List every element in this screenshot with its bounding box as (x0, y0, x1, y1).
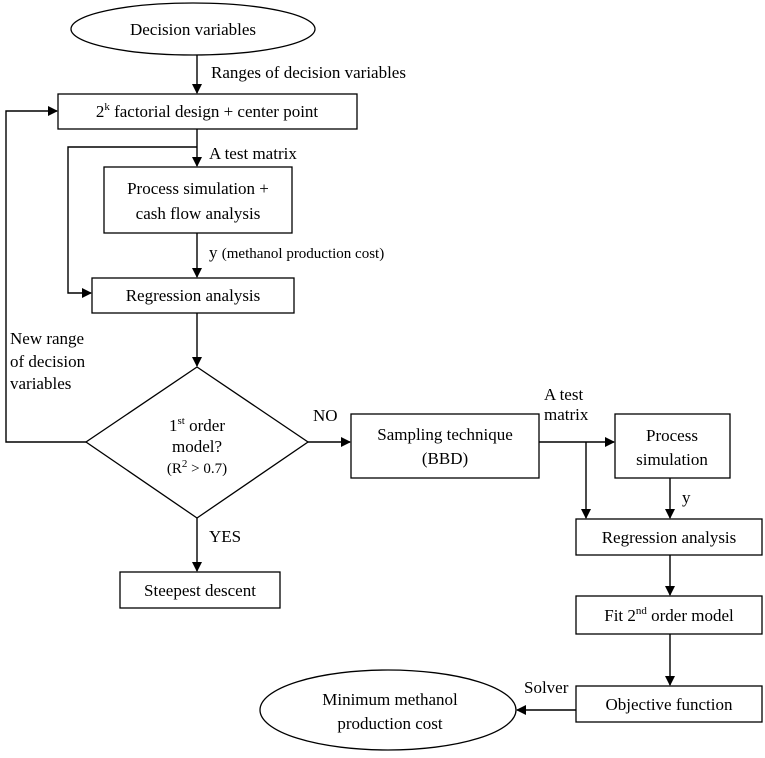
y-label-2: y (682, 488, 691, 507)
ranges-label: Ranges of decision variables (211, 63, 406, 82)
regression-analysis-node-1 (91, 277, 295, 314)
regression-analysis-node-2 (575, 518, 763, 556)
solver-label: Solver (524, 678, 569, 697)
y-methanol-label: y (methanol production cost) (209, 243, 384, 262)
no-label: NO (313, 406, 338, 425)
minimum-cost-text-line1: Minimum methanol (322, 690, 458, 709)
first-order-text-line3: (R2 > 0.7) (167, 458, 227, 477)
fit-second-order-text: Fit 2nd order model (604, 605, 734, 625)
decision-variables-node (70, 2, 316, 56)
process-simulation2-text-line1: Process (646, 426, 698, 445)
sampling-technique-text-line1: Sampling technique (377, 425, 513, 444)
new-range-label-line2: of decision (10, 352, 86, 371)
sampling-technique-text-line2: (BBD) (422, 449, 468, 468)
process-simulation-text-line2: cash flow analysis (136, 204, 261, 223)
process-simulation-node (103, 166, 293, 234)
minimum-cost-node (259, 669, 517, 751)
factorial-design-text: 2k factorial design + center point (96, 101, 319, 121)
minimum-cost-text-line2: production cost (337, 714, 443, 733)
regression-analysis-text-2: Regression analysis (602, 528, 737, 547)
objective-function-text: Objective function (606, 695, 733, 714)
new-range-label-line1: New range (10, 329, 84, 348)
fit-second-order-node (575, 595, 763, 635)
steepest-descent-node (119, 571, 281, 609)
test-matrix-label-2-line2: matrix (544, 405, 589, 424)
process-simulation-text-line1: Process simulation + (127, 179, 269, 198)
objective-function-node (575, 685, 763, 723)
process-simulation-node-2 (614, 413, 731, 479)
process-simulation2-text-line2: simulation (636, 450, 708, 469)
arrow-testmatrix-bypass (67, 146, 197, 298)
first-order-text-line1: 1st order (169, 415, 225, 435)
sampling-technique-node (350, 413, 540, 479)
test-matrix-label-2-line1: A test (544, 385, 583, 404)
steepest-descent-text: Steepest descent (144, 581, 256, 600)
first-order-text-line2: model? (172, 437, 222, 456)
yes-label: YES (209, 527, 241, 546)
arrow-new-range-loop (5, 106, 86, 443)
regression-analysis-text-1: Regression analysis (126, 286, 261, 305)
new-range-label-line3: variables (10, 374, 71, 393)
decision-variables-text: Decision variables (130, 20, 256, 39)
factorial-design-node (57, 93, 358, 130)
test-matrix-label-1: A test matrix (209, 144, 297, 163)
